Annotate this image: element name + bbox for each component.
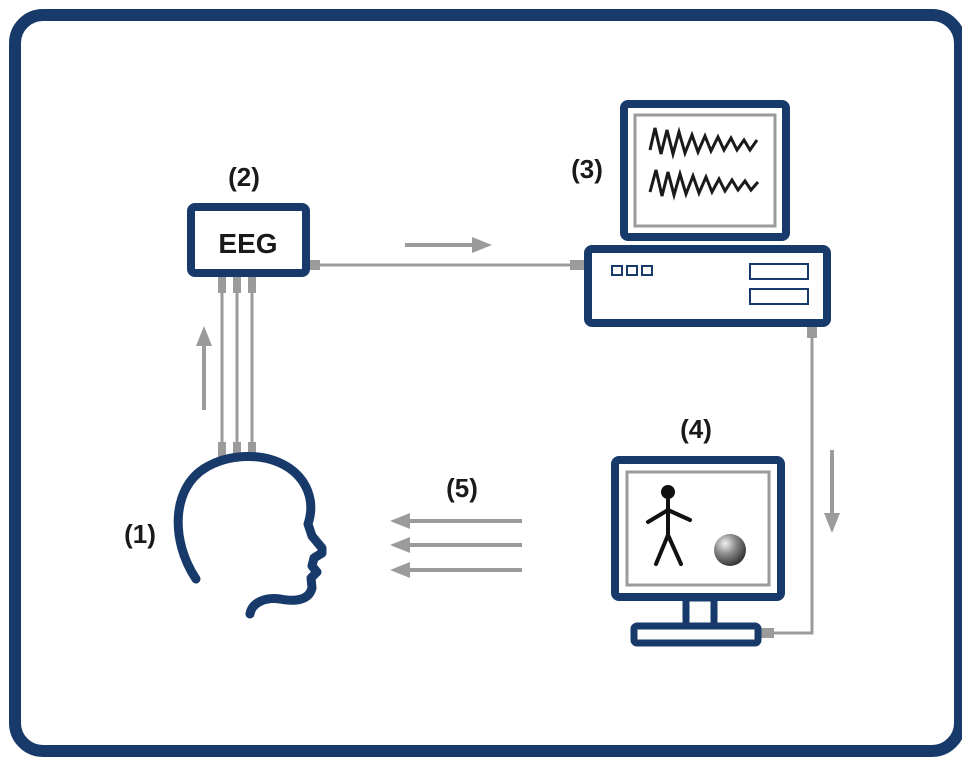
display-stand-base: [630, 622, 762, 647]
head-profile-icon: [173, 452, 327, 619]
arrow-down-icon: [824, 450, 840, 533]
label-amplifier: (2): [228, 162, 260, 192]
computer-tower: [584, 245, 831, 327]
arrow-left-icon: [390, 513, 522, 529]
outer-frame: [9, 9, 962, 757]
cables: [220, 263, 814, 635]
computer-monitor: [620, 100, 790, 241]
computer-to-display-cable: [772, 336, 814, 635]
sphere-icon: [714, 534, 746, 566]
flow-arrows: [196, 237, 840, 578]
stimulus-display: [611, 456, 785, 647]
arrow-right-icon: [405, 237, 492, 253]
eeg-waveform-icon: [648, 126, 760, 201]
arrow-up-icon: [196, 326, 212, 410]
computer: [584, 100, 831, 327]
arrow-left-icon: [390, 562, 522, 578]
label-stimulus: (5): [446, 473, 478, 503]
eeg-amplifier-box: [187, 203, 310, 277]
display-screen: [611, 456, 785, 601]
arrow-left-icon: [390, 537, 522, 553]
label-display: (4): [680, 414, 712, 444]
label-participant: (1): [124, 519, 156, 549]
connector-plugs: [218, 260, 817, 638]
stick-figure-icon: [646, 485, 692, 566]
eeg-box-label: EEG: [218, 228, 277, 259]
label-computer: (3): [571, 154, 603, 184]
